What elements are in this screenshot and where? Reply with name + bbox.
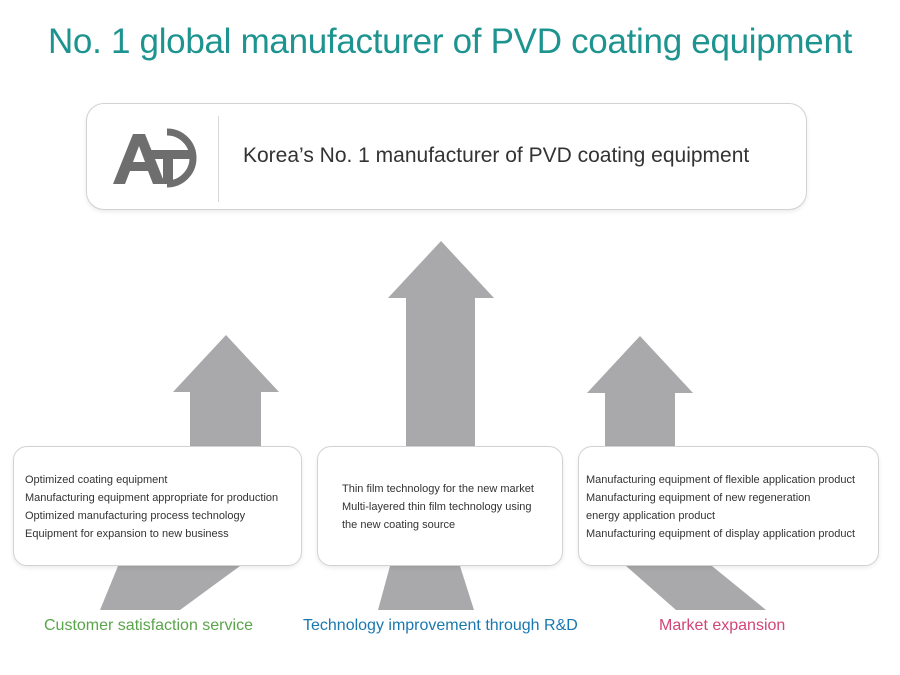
page-title: No. 1 global manufacturer of PVD coating… [47,22,853,61]
list-item: Equipment for expansion to new business [25,528,229,540]
list-item: Optimized coating equipment [25,474,168,486]
right-arrow [587,336,693,446]
market-expansion-label: Market expansion [659,617,786,634]
company-banner: Korea’s No. 1 manufacturer of PVD coatin… [86,103,807,210]
customer-satisfaction-box: Optimized coating equipment Manufacturin… [13,446,302,566]
list-item: Manufacturing equipment of new regenerat… [586,492,811,504]
left-arrow [173,335,279,446]
right-arrow-base [626,566,766,610]
technology-rd-label: Technology improvement through R&D [303,617,578,634]
list-item: Manufacturing equipment appropriate for … [25,492,279,504]
banner-text: Korea’s No. 1 manufacturer of PVD coatin… [243,144,750,167]
technology-rd-box: Thin film technology for the new market … [317,446,563,566]
list-item: Thin film technology for the new market [342,483,534,495]
customer-satisfaction-label: Customer satisfaction service [44,617,253,634]
market-expansion-box: Manufacturing equipment of flexible appl… [578,446,879,566]
left-arrow-base [100,566,240,610]
at-logo-icon [113,128,197,188]
list-item: Multi-layered thin film technology using [342,501,532,513]
list-item: Optimized manufacturing process technolo… [25,510,246,522]
list-item: the new coating source [342,519,456,531]
center-arrow [388,241,494,446]
list-item: Manufacturing equipment of display appli… [586,528,856,540]
center-arrow-base [378,566,474,610]
list-item: Manufacturing equipment of flexible appl… [586,474,856,486]
banner-divider [218,116,219,202]
list-item: energy application product [586,510,716,522]
